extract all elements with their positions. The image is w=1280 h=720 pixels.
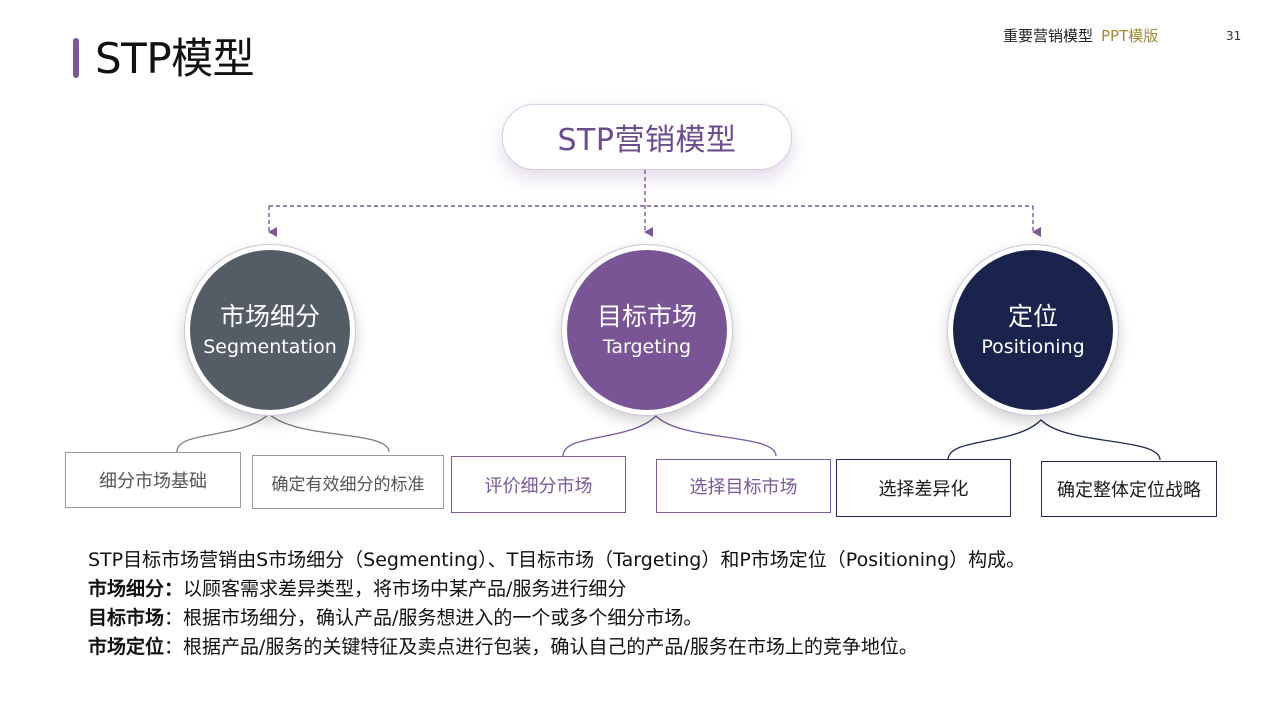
segmentation-child-2: 确定有效细分的标准 (252, 455, 444, 509)
targeting-node: 目标市场 Targeting (561, 244, 733, 416)
breadcrumb: 重要营销模型 PPT模版 (1003, 25, 1158, 47)
page-title: STP模型 (95, 34, 255, 83)
description-item: 市场定位：根据产品/服务的关键特征及卖点进行包装，确认自己的产品/服务在市场上的… (88, 633, 1238, 662)
stp-root-node: STP营销模型 (502, 104, 792, 170)
segmentation-disc: 市场细分 Segmentation (190, 250, 350, 410)
targeting-en-label: Targeting (602, 336, 692, 358)
targeting-child-2: 选择目标市场 (656, 459, 831, 513)
position-brace (947, 419, 1161, 461)
breadcrumb-accent: PPT模版 (1101, 27, 1159, 45)
positioning-cn-label: 定位 (1007, 302, 1058, 331)
positioning-node: 定位 Positioning (947, 244, 1119, 416)
description-item: 目标市场：根据市场细分，确认产品/服务想进入的一个或多个细分市场。 (88, 604, 1238, 633)
title-accent-bar (73, 38, 79, 78)
targeting-disc: 目标市场 Targeting (567, 250, 727, 410)
segmentation-cn-label: 市场细分 (219, 302, 320, 331)
description-term: 市场定位 (88, 636, 165, 658)
description-sep: ： (164, 578, 184, 600)
description-text: 以顾客需求差异类型，将市场中某产品/服务进行细分 (183, 578, 627, 600)
description-text: 根据市场细分，确认产品/服务想进入的一个或多个细分市场。 (183, 607, 703, 629)
description-block: STP目标市场营销由S市场细分（Segmenting）、T目标市场（Target… (88, 546, 1238, 662)
description-sep: ： (164, 607, 184, 629)
segmentation-node: 市场细分 Segmentation (184, 244, 356, 416)
positioning-disc: 定位 Positioning (953, 250, 1113, 410)
segmentation-en-label: Segmentation (203, 336, 337, 358)
description-item: 市场细分：以顾客需求差异类型，将市场中某产品/服务进行细分 (88, 575, 1238, 604)
description-sep: ： (164, 636, 184, 658)
dashed-connectors (268, 170, 1041, 237)
description-term: 目标市场 (88, 607, 165, 629)
segment-brace (176, 413, 390, 453)
targeting-child-1: 评价细分市场 (451, 456, 626, 513)
description-term: 市场细分 (88, 578, 165, 600)
breadcrumb-main: 重要营销模型 (1003, 27, 1094, 45)
positioning-child-1: 选择差异化 (836, 459, 1011, 517)
description-intro: STP目标市场营销由S市场细分（Segmenting）、T目标市场（Target… (88, 549, 1026, 571)
description-text: 根据产品/服务的关键特征及卖点进行包装，确认自己的产品/服务在市场上的竞争地位。 (183, 636, 918, 658)
targeting-cn-label: 目标市场 (596, 302, 697, 331)
positioning-child-2: 确定整体定位战略 (1041, 461, 1217, 517)
target-brace (562, 415, 777, 457)
segmentation-child-1: 细分市场基础 (65, 452, 241, 508)
positioning-en-label: Positioning (981, 336, 1085, 358)
page-number: 31 (1226, 29, 1242, 43)
